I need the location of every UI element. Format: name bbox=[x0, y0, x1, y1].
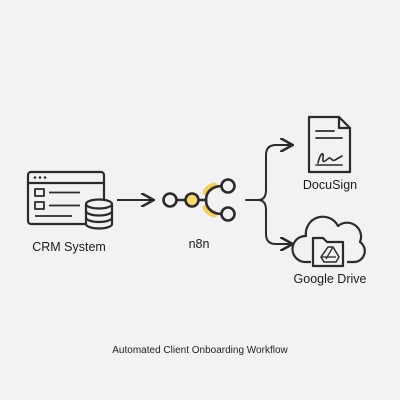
signed-document-icon bbox=[307, 115, 352, 174]
google-drive-label: Google Drive bbox=[293, 272, 367, 286]
cloud-drive-folder-icon bbox=[291, 215, 366, 268]
docusign-label: DocuSign bbox=[302, 178, 358, 192]
branch-connector bbox=[245, 145, 292, 244]
n8n-label: n8n bbox=[188, 237, 210, 251]
crm-system-label: CRM System bbox=[32, 240, 106, 254]
crm-database-icon bbox=[26, 170, 114, 230]
n8n-logo-icon bbox=[162, 178, 236, 222]
arrow-to-google-drive bbox=[257, 199, 292, 244]
diagram-caption: Automated Client Onboarding Workflow bbox=[112, 345, 288, 356]
arrow-to-docusign bbox=[257, 145, 292, 201]
